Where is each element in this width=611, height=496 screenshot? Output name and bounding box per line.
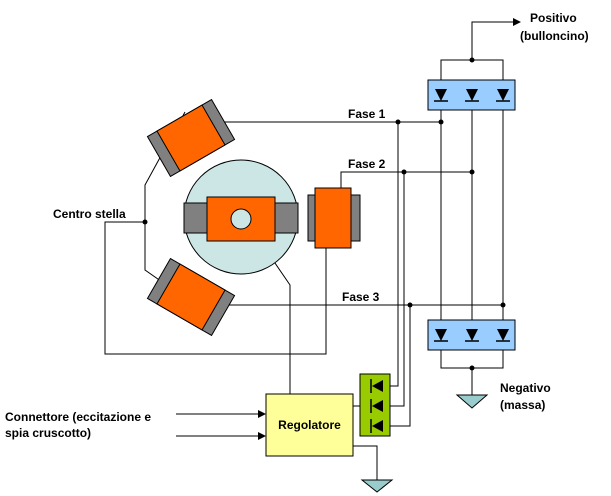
phase3-exciter-tap bbox=[387, 305, 411, 427]
diode-icon bbox=[434, 329, 448, 342]
negative-ground-icon bbox=[455, 394, 489, 409]
regulator: Regolatore bbox=[265, 393, 354, 457]
stator-coil-2 bbox=[307, 187, 361, 249]
positive-diode-bridge bbox=[427, 79, 516, 111]
diode-icon bbox=[496, 329, 510, 342]
regulator-ground-wire bbox=[353, 445, 378, 480]
junction-dot bbox=[407, 302, 413, 308]
diode-icon bbox=[370, 419, 383, 433]
rotor bbox=[183, 159, 299, 275]
phase3-label: Fase 3 bbox=[342, 290, 380, 304]
negative-bus bbox=[440, 350, 504, 369]
stator-coil-1 bbox=[146, 98, 236, 178]
negative-label: Negativo bbox=[500, 381, 551, 395]
phase1-label: Fase 1 bbox=[348, 107, 386, 121]
phase2-exciter-tap bbox=[387, 172, 405, 407]
diode-icon bbox=[370, 399, 383, 413]
positive-output-wire bbox=[471, 18, 521, 60]
junction-dot bbox=[469, 169, 475, 175]
negative-sub-label: (massa) bbox=[500, 398, 545, 412]
regulator-label: Regolatore bbox=[278, 418, 341, 432]
positive-bus bbox=[440, 59, 504, 80]
phase1-exciter-tap bbox=[387, 122, 399, 387]
connector-label-line2: spia cruscotto) bbox=[5, 426, 91, 440]
regulator-to-rotor-arrow bbox=[263, 246, 291, 394]
diode-icon bbox=[465, 89, 479, 102]
stator-coil-3 bbox=[146, 257, 236, 337]
positive-sub-label: (bulloncino) bbox=[520, 29, 589, 43]
negative-diode-bridge bbox=[427, 319, 516, 351]
star-center-label: Centro stella bbox=[53, 207, 126, 221]
junction-dot bbox=[500, 302, 506, 308]
diode-icon bbox=[434, 89, 448, 102]
junction-dot bbox=[401, 169, 407, 175]
rotor-pole-left bbox=[183, 202, 208, 234]
diode-icon bbox=[370, 379, 383, 393]
phase2-wire bbox=[340, 171, 472, 192]
regulator-box bbox=[265, 393, 354, 457]
regulator-ground-icon bbox=[360, 479, 394, 493]
junction-dot bbox=[438, 119, 444, 125]
diode-icon bbox=[465, 329, 479, 342]
junction-dot bbox=[469, 365, 475, 371]
positive-label: Positivo bbox=[530, 11, 577, 25]
exciter-diode-trio bbox=[359, 373, 391, 437]
junction-dot bbox=[469, 57, 475, 63]
connector-label-line1: Connettore (eccitazione e bbox=[5, 410, 151, 424]
star-loop-wire bbox=[104, 221, 327, 355]
phase2-label: Fase 2 bbox=[348, 157, 386, 171]
junctions bbox=[142, 57, 506, 371]
junction-dot bbox=[142, 219, 148, 225]
junction-dot bbox=[395, 119, 401, 125]
rotor-pole-right bbox=[274, 202, 299, 234]
diode-icon bbox=[496, 89, 510, 102]
rotor-shaft bbox=[230, 208, 252, 230]
